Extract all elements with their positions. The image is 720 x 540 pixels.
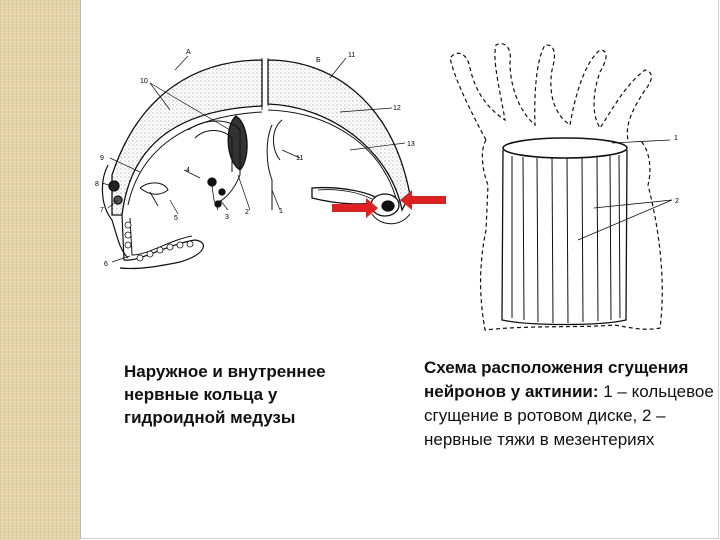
umbrella-right bbox=[268, 60, 410, 210]
oral-disc-ring bbox=[503, 138, 627, 158]
arrow-right-body bbox=[412, 196, 446, 204]
label-9: 9 bbox=[100, 155, 104, 162]
anemone-diagram bbox=[450, 44, 672, 330]
label-10: 10 bbox=[140, 78, 148, 85]
caption-anemone: Схема расположения сгущения нейронов у а… bbox=[424, 356, 714, 452]
label-8: 8 bbox=[95, 181, 99, 188]
label-13: 13 bbox=[407, 141, 415, 148]
anemone-label-2: 2 bbox=[675, 198, 679, 205]
label-11-top: 11 bbox=[348, 52, 355, 59]
label-6: 6 bbox=[104, 261, 108, 268]
label-1: 1 bbox=[279, 208, 283, 215]
medusa-diagram bbox=[102, 56, 410, 269]
anemone-label-1: 1 bbox=[674, 135, 678, 142]
label-b: Б bbox=[316, 57, 321, 64]
anemone-labels: 1 2 bbox=[674, 135, 679, 205]
label-5: 5 bbox=[174, 215, 178, 222]
arrow-left-body bbox=[332, 204, 366, 212]
label-7: 7 bbox=[100, 207, 104, 214]
label-3: 3 bbox=[225, 214, 229, 221]
label-2: 2 bbox=[245, 209, 249, 216]
label-11-mid: 11 bbox=[296, 155, 303, 162]
caption-medusa: Наружное и внутреннее нервные кольца у г… bbox=[124, 360, 374, 429]
label-a: А bbox=[186, 49, 191, 56]
caption-medusa-text: Наружное и внутреннее нервные кольца у г… bbox=[124, 362, 326, 427]
label-12: 12 bbox=[393, 105, 401, 112]
label-4: 4 bbox=[186, 167, 190, 174]
